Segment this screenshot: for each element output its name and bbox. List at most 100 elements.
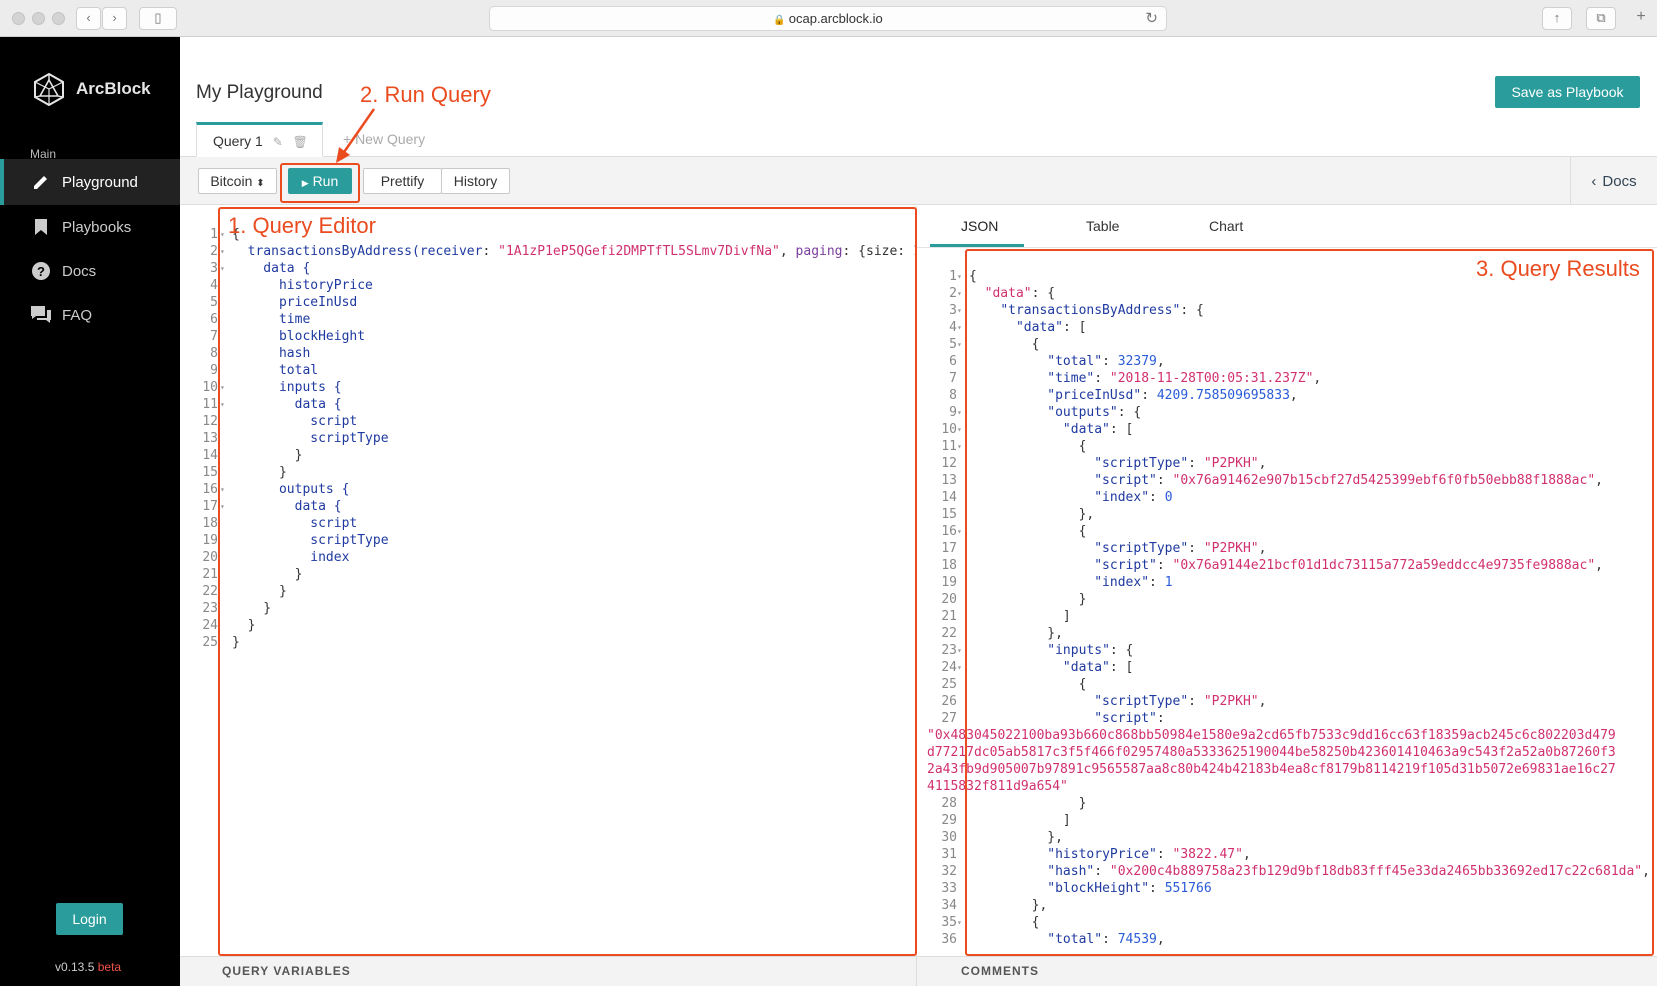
fold-toggle-icon[interactable]: ▾ <box>220 230 225 239</box>
code-text: "script": "0x76a9144e21bcf01d1dc73115a77… <box>1094 558 1603 573</box>
tab-json[interactable]: JSON <box>961 218 999 234</box>
fold-toggle-icon[interactable]: ▾ <box>957 408 962 417</box>
comments-bar[interactable]: COMMENTS <box>917 956 1657 986</box>
query-toolbar: Bitcoin ⬍ ▶ Run Prettify History ‹ Docs <box>180 157 1657 205</box>
sidebar-item-playbooks[interactable]: Playbooks <box>0 204 180 250</box>
history-button[interactable]: History <box>441 168 510 194</box>
line-number: 20 <box>202 550 218 565</box>
sidebar-item-label: FAQ <box>62 306 93 324</box>
fold-toggle-icon[interactable]: ▾ <box>957 425 962 434</box>
line-number: 8 <box>949 388 957 403</box>
network-selected-value: Bitcoin <box>210 173 253 189</box>
line-number: 20 <box>941 592 957 607</box>
fold-toggle-icon[interactable]: ▾ <box>957 289 962 298</box>
line-number: 27 <box>941 711 957 726</box>
line-number: 5 <box>210 295 218 310</box>
sidebar-item-label: Playground <box>62 173 138 191</box>
tabs-overview-icon[interactable]: ⧉ <box>1586 7 1616 30</box>
code-text: total <box>232 363 319 378</box>
fold-toggle-icon[interactable]: ▾ <box>957 663 962 672</box>
line-number: 11 <box>202 397 218 412</box>
share-icon[interactable]: ↑ <box>1542 7 1572 30</box>
login-button[interactable]: Login <box>56 903 123 935</box>
maximize-window-icon[interactable] <box>52 12 65 25</box>
line-number: 18 <box>202 516 218 531</box>
code-text: "hash": "0x200c4b889758a23fb129d9bf18db8… <box>1047 864 1650 879</box>
fold-toggle-icon[interactable]: ▾ <box>220 264 225 273</box>
line-number: 6 <box>210 312 218 327</box>
back-icon[interactable]: ‹ <box>76 7 101 30</box>
query-variables-bar[interactable]: QUERY VARIABLES <box>180 956 916 986</box>
fold-toggle-icon[interactable]: ▾ <box>957 527 962 536</box>
svg-text:?: ? <box>37 264 45 279</box>
brand-name: ArcBlock <box>76 79 151 98</box>
code-text: "script": "0x76a91462e907b15cbf27d542539… <box>1094 473 1603 488</box>
code-text: }, <box>969 507 1095 522</box>
play-icon: ▶ <box>301 178 309 188</box>
trash-icon[interactable]: 🗑 <box>292 135 308 149</box>
fold-toggle-icon[interactable]: ▾ <box>957 918 962 927</box>
code-text: "0x483045022100ba93b660c868bb50984e1580e… <box>927 728 1616 794</box>
brand-logo[interactable]: ArcBlock <box>33 72 151 106</box>
line-number: 30 <box>941 830 957 845</box>
new-query-tab[interactable]: + New Query <box>343 131 426 147</box>
code-text: ] <box>969 609 1071 624</box>
sidebar-item-faq[interactable]: FAQ <box>0 292 180 338</box>
fold-toggle-icon[interactable]: ▾ <box>957 442 962 451</box>
line-number: 24 <box>202 618 218 633</box>
new-tab-icon[interactable]: + <box>1636 8 1646 25</box>
fold-toggle-icon[interactable]: ▾ <box>957 646 962 655</box>
fold-toggle-icon[interactable]: ▾ <box>957 272 962 281</box>
fold-toggle-icon[interactable]: ▾ <box>957 340 962 349</box>
results-panel: JSON Table Chart 1▾{2▾ "data": {3▾ "tran… <box>917 206 1657 956</box>
tab-chart[interactable]: Chart <box>1209 218 1244 234</box>
reload-icon[interactable]: ↻ <box>1145 10 1158 27</box>
code-text: } <box>232 465 287 480</box>
fold-toggle-icon[interactable]: ▾ <box>957 323 962 332</box>
fold-toggle-icon[interactable]: ▾ <box>957 306 962 315</box>
line-number: 10 <box>941 422 957 437</box>
minimize-window-icon[interactable] <box>32 12 45 25</box>
sidebar-item-label: Playbooks <box>62 218 132 236</box>
code-text: "priceInUsd": 4209.758509695833, <box>1047 388 1298 403</box>
line-number: 23 <box>941 643 957 658</box>
prettify-button[interactable]: Prettify <box>363 168 442 194</box>
fold-toggle-icon[interactable]: ▾ <box>220 485 225 494</box>
fold-toggle-icon[interactable]: ▾ <box>220 383 225 392</box>
line-number: 14 <box>202 448 218 463</box>
fold-toggle-icon[interactable]: ▾ <box>220 502 225 511</box>
line-number: 2 <box>949 286 957 301</box>
sidebar-item-playground[interactable]: Playground <box>0 159 180 205</box>
line-number: 7 <box>949 371 957 386</box>
line-number: 21 <box>202 567 218 582</box>
url-text: ocap.arcblock.io <box>788 11 883 26</box>
code-text: } <box>232 567 303 582</box>
docs-toggle[interactable]: ‹ Docs <box>1570 157 1657 205</box>
code-text: "script": <box>1094 711 1165 726</box>
sidebar-item-docs[interactable]: ? Docs <box>0 248 180 294</box>
line-number: 4 <box>210 278 218 293</box>
run-button[interactable]: ▶ Run <box>288 168 352 194</box>
line-number: 1 <box>210 227 218 242</box>
forward-icon[interactable]: › <box>102 7 127 30</box>
query-editor[interactable]: 1▾{2▾ transactionsByAddress(receiver: "1… <box>180 206 929 956</box>
network-select[interactable]: Bitcoin ⬍ <box>198 168 277 194</box>
line-number: 12 <box>202 414 218 429</box>
line-number: 19 <box>202 533 218 548</box>
sidebar-toggle-icon[interactable]: ▯ <box>139 7 177 30</box>
line-number: 22 <box>941 626 957 641</box>
save-as-playbook-button[interactable]: Save as Playbook <box>1495 76 1640 108</box>
address-bar[interactable]: 🔒ocap.arcblock.io ↻ <box>489 6 1167 31</box>
line-number: 9 <box>949 405 957 420</box>
tab-query-1[interactable]: Query 1 ✎ 🗑 <box>196 122 323 157</box>
line-number: 13 <box>941 473 957 488</box>
fold-toggle-icon[interactable]: ▾ <box>220 247 225 256</box>
edit-pencil-icon[interactable]: ✎ <box>272 135 283 149</box>
tab-table[interactable]: Table <box>1086 218 1120 234</box>
fold-toggle-icon[interactable]: ▾ <box>220 400 225 409</box>
line-number: 18 <box>941 558 957 573</box>
line-number: 1 <box>949 269 957 284</box>
close-window-icon[interactable] <box>12 12 25 25</box>
code-text: { <box>969 915 1040 930</box>
tab-label: Query 1 <box>213 133 263 149</box>
